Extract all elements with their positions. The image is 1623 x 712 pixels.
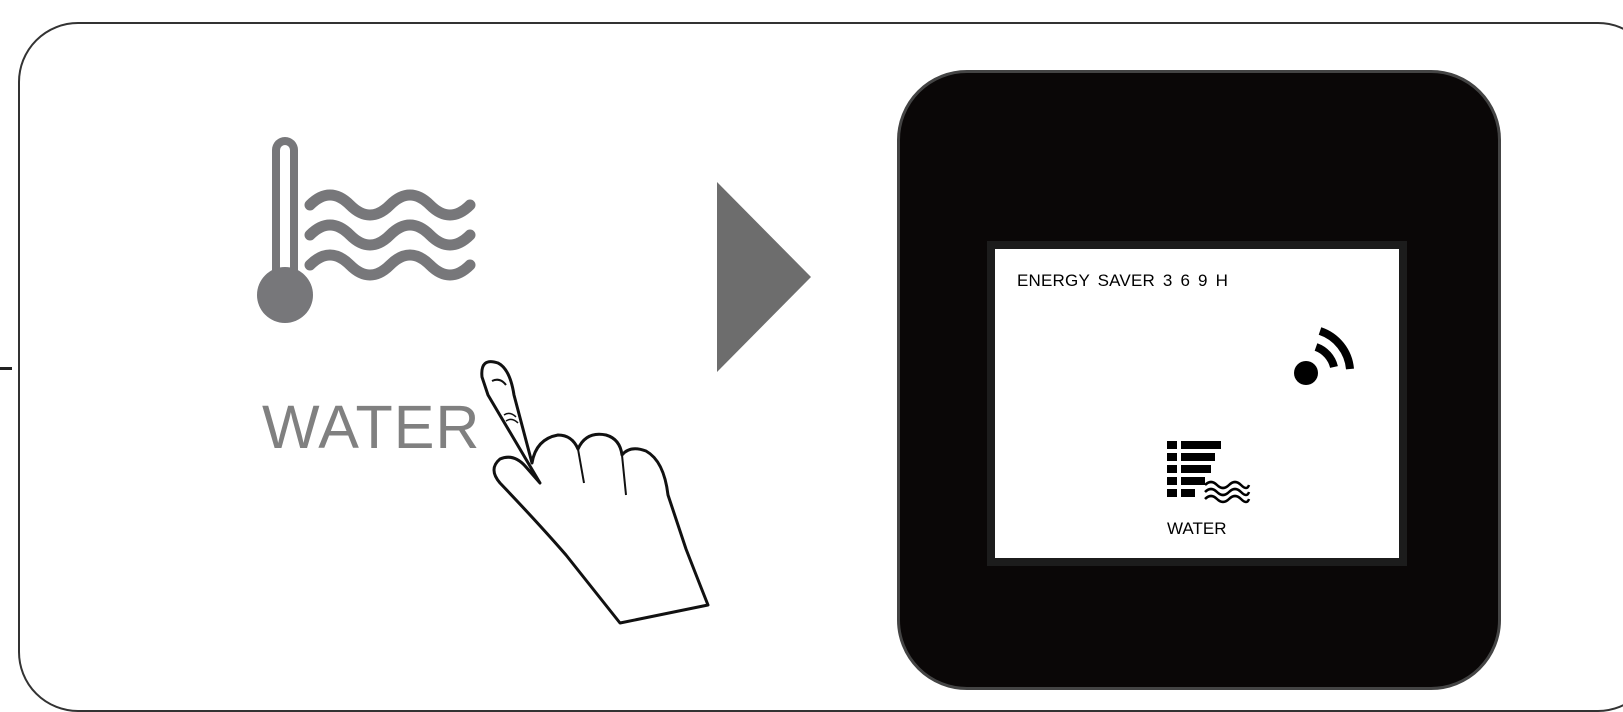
energy-saver-text: ENERGY SAVER 3 6 9 H <box>1017 271 1228 291</box>
wifi-signal-icon <box>1290 319 1360 394</box>
water-temperature-icon <box>250 135 490 340</box>
screen-water-label: WATER <box>1167 519 1227 539</box>
water-heater-icon <box>1165 439 1255 514</box>
water-button-label[interactable]: WATER <box>262 392 480 462</box>
pointing-hand-icon <box>470 355 720 630</box>
next-arrow-icon <box>715 180 815 380</box>
device-screen: ENERGY SAVER 3 6 9 H WATER <box>987 241 1407 566</box>
edge-tick <box>0 367 12 370</box>
